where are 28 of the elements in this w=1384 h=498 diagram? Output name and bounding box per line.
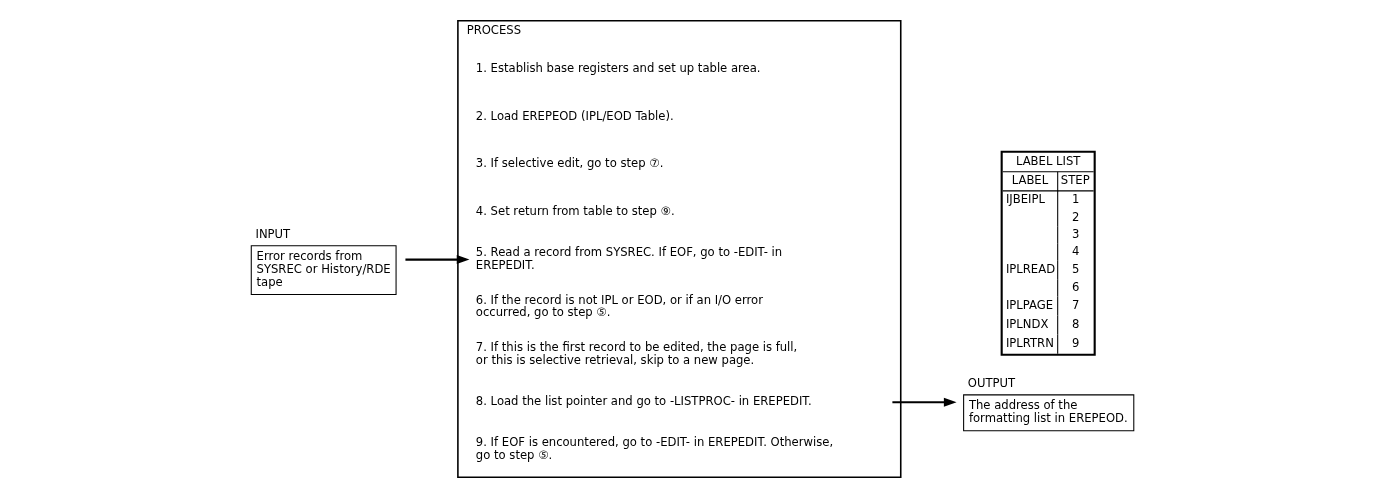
label: IPLRTRN: [1005, 336, 1054, 351]
label: LABEL LIST: [1015, 154, 1081, 169]
node-text: 2. Load EREPEOD (IPL/EOD Table).: [475, 108, 674, 123]
label: 7: [1071, 298, 1080, 313]
node-text: 1. Establish base registers and set up table area.: [475, 61, 761, 76]
node-text: 8. Load the list pointer and go to -LISTPROC- in EREPEDIT.: [475, 394, 812, 409]
label: STEP: [1060, 173, 1090, 188]
node-text: 7. If this is the first record to be edited, the page is full, or this is selective retrieval, skip to a new page.: [475, 340, 798, 367]
label: 3: [1071, 227, 1080, 242]
node-text: 6. If the record is not IPL or EOD, or if an I/O error occurred, go to step ⑤.: [475, 292, 763, 320]
label: 4: [1071, 244, 1080, 259]
label: 9: [1071, 336, 1080, 351]
label: IPLNDX: [1005, 317, 1049, 332]
node-text: 9. If EOF is encountered, go to -EDIT- in EREPEDIT. Otherwise, go to step ⑤.: [475, 435, 834, 463]
label: LABEL: [1011, 173, 1049, 188]
label: IJBEIPL: [1005, 192, 1045, 207]
label: 8: [1071, 317, 1080, 332]
label: 2: [1071, 210, 1080, 225]
label: 1: [1071, 192, 1080, 207]
node-label: INPUT: [255, 227, 291, 242]
label: 5: [1071, 262, 1080, 277]
label: IPLREAD: [1005, 262, 1056, 277]
node-text: 4. Set return from table to step ⑨.: [475, 203, 675, 218]
node-text: 3. If selective edit, go to step ⑦.: [475, 156, 664, 171]
label: 6: [1071, 280, 1080, 295]
label: IPLPAGE: [1005, 298, 1054, 313]
node-label: OUTPUT: [967, 376, 1016, 391]
node-text: 5. Read a record from SYSREC. If EOF, go to -EDIT- in EREPEDIT.: [475, 245, 783, 272]
